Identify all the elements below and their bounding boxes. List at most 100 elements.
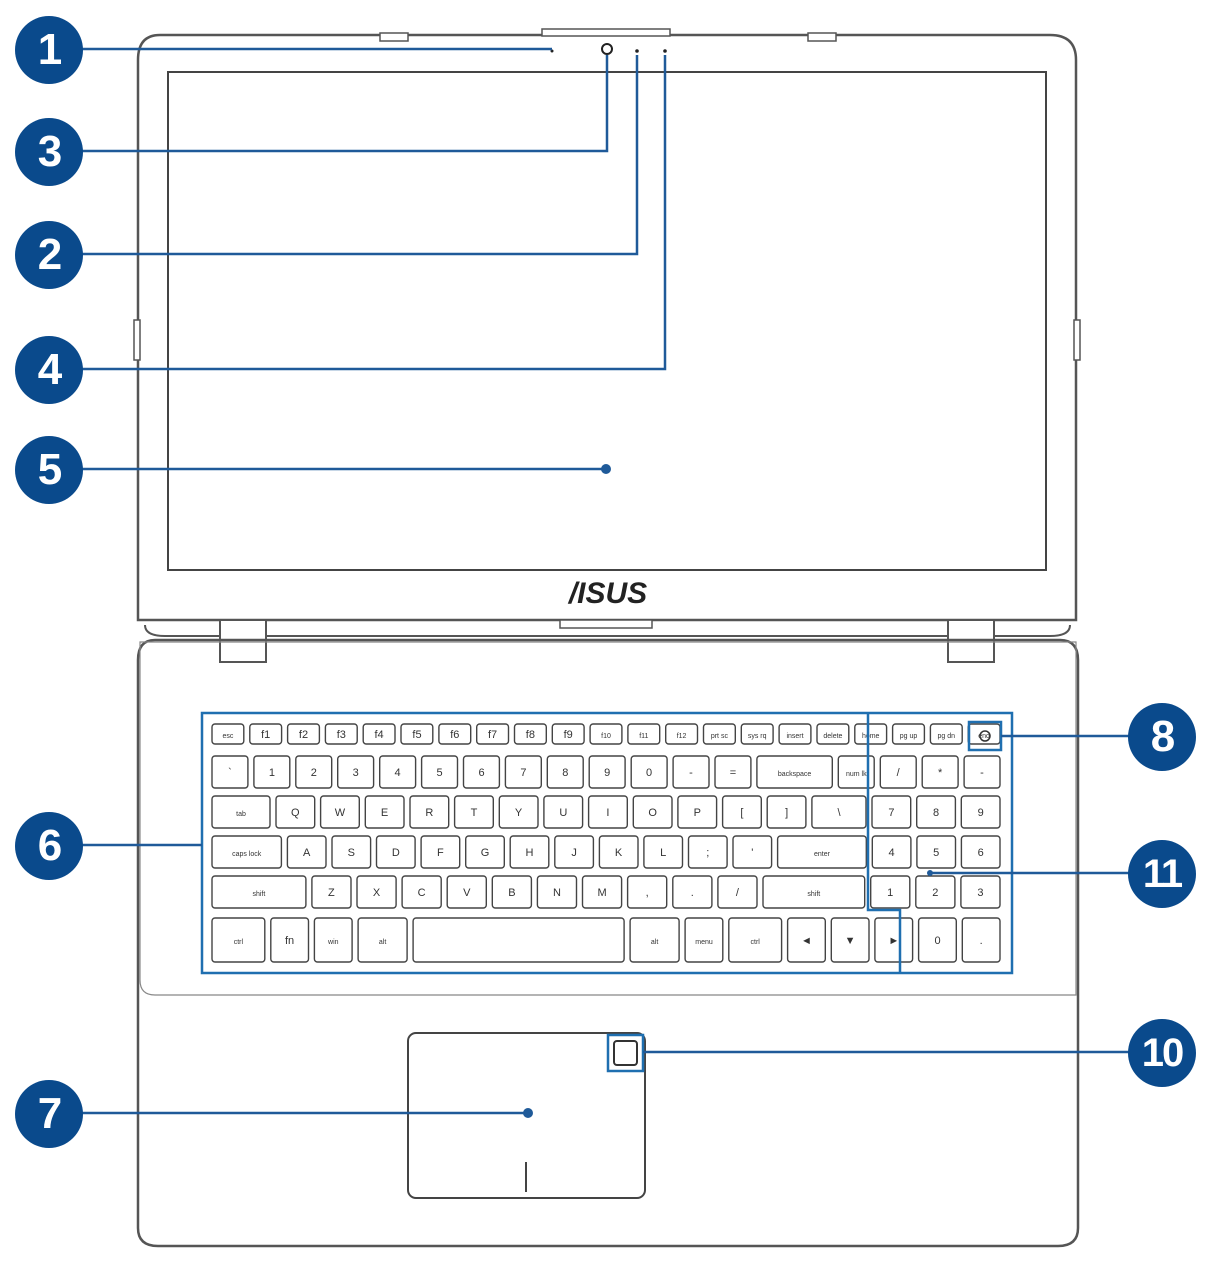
key-label: P <box>694 807 701 819</box>
key-label: 4 <box>395 767 401 779</box>
key-label: X <box>373 887 381 899</box>
key-label: prt sc <box>711 733 729 740</box>
key-label: ' <box>751 847 753 859</box>
key-label: E <box>381 807 388 819</box>
key-label: f5 <box>412 729 421 741</box>
key-label: 0 <box>934 935 940 947</box>
key-label: Q <box>291 807 300 819</box>
key-label: . <box>980 935 983 947</box>
key-label: home <box>862 733 880 740</box>
key-label: Y <box>515 807 523 819</box>
callout-7: 7 <box>15 1080 83 1148</box>
key-label: alt <box>379 939 386 946</box>
key-label: backspace <box>778 771 812 778</box>
keyboard: escf1f2f3f4f5f6f7f8f9f10f11f12prt scsys … <box>212 724 1000 962</box>
key-label: esc <box>222 733 233 740</box>
key-label: win <box>327 939 339 946</box>
key-label: 4 <box>889 847 895 859</box>
key-label: 2 <box>932 887 938 899</box>
leader-5-dot <box>601 464 611 474</box>
key-label: 6 <box>978 847 984 859</box>
key-label: num lk <box>846 771 867 778</box>
key-label: R <box>425 807 433 819</box>
key-label: caps lock <box>232 851 262 858</box>
key-label: 9 <box>978 807 984 819</box>
lid-bump-right <box>808 33 836 41</box>
callout-11: 11 <box>1128 840 1196 908</box>
callout-8: 8 <box>1128 703 1196 771</box>
key-label: C <box>418 887 426 899</box>
camera-bar <box>542 29 670 36</box>
key-label: S <box>348 847 355 859</box>
key-label: H <box>526 847 534 859</box>
key-label: f2 <box>299 729 308 741</box>
key-label: ctrl <box>751 939 761 946</box>
key-label: Z <box>328 887 335 899</box>
key-label: f8 <box>526 729 535 741</box>
key-label: f7 <box>488 729 497 741</box>
key-label: ; <box>706 847 709 859</box>
callout-4: 4 <box>15 336 83 404</box>
key-label: delete <box>823 733 842 740</box>
key-label: f4 <box>375 729 384 741</box>
key-label: f6 <box>450 729 459 741</box>
key-label: sys rq <box>748 733 767 740</box>
key-label: f10 <box>601 733 611 740</box>
key-label: 0 <box>646 767 652 779</box>
key-label: W <box>335 807 346 819</box>
key-label: ► <box>888 935 899 947</box>
key-label: = <box>730 767 736 779</box>
callout-3: 3 <box>15 118 83 186</box>
key-label: f1 <box>261 729 270 741</box>
key-label: 3 <box>977 887 983 899</box>
key-label: insert <box>786 733 803 740</box>
key-label: B <box>508 887 515 899</box>
key-label: 5 <box>436 767 442 779</box>
key-label: - <box>689 767 693 779</box>
key-label: F <box>437 847 444 859</box>
key-label: A <box>303 847 311 859</box>
key-label: . <box>691 887 694 899</box>
lid-side-left <box>134 320 140 360</box>
leader-11-dot <box>927 870 933 876</box>
key-label: shift <box>807 891 820 898</box>
key-label: V <box>463 887 471 899</box>
key-label: 2 <box>311 767 317 779</box>
key-label: shift <box>252 891 265 898</box>
key-label: pg dn <box>938 733 956 740</box>
key-label: 7 <box>520 767 526 779</box>
key-label: [ <box>740 807 743 819</box>
key-label: M <box>598 887 607 899</box>
key-label: O <box>648 807 657 819</box>
key-label: ] <box>785 807 788 819</box>
key-label: alt <box>651 939 658 946</box>
key-label: ` <box>228 767 232 779</box>
key-label: 3 <box>353 767 359 779</box>
key-label: 1 <box>269 767 275 779</box>
key-label: tab <box>236 811 246 818</box>
key-label: ◄ <box>801 935 812 947</box>
key-label: I <box>606 807 609 819</box>
callout-6: 6 <box>15 812 83 880</box>
key-label: ▼ <box>845 935 856 947</box>
key-label: ctrl <box>234 939 244 946</box>
microphone-dot <box>663 49 667 53</box>
key-label: f11 <box>639 733 648 740</box>
lid-bump-left <box>380 33 408 41</box>
key-label: T <box>471 807 478 819</box>
key-label: 9 <box>604 767 610 779</box>
key-label: N <box>553 887 561 899</box>
key-label: U <box>559 807 567 819</box>
leader-7-dot <box>523 1108 533 1118</box>
key-label: f9 <box>564 729 573 741</box>
callout-10: 10 <box>1128 1019 1196 1087</box>
key-label: 8 <box>933 807 939 819</box>
key-label: J <box>571 847 577 859</box>
key-label: menu <box>695 939 713 946</box>
key-cap <box>413 918 624 962</box>
key-label: pg up <box>900 733 918 740</box>
key-label: 7 <box>888 807 894 819</box>
lid-side-right <box>1074 320 1080 360</box>
key-label: f3 <box>337 729 346 741</box>
